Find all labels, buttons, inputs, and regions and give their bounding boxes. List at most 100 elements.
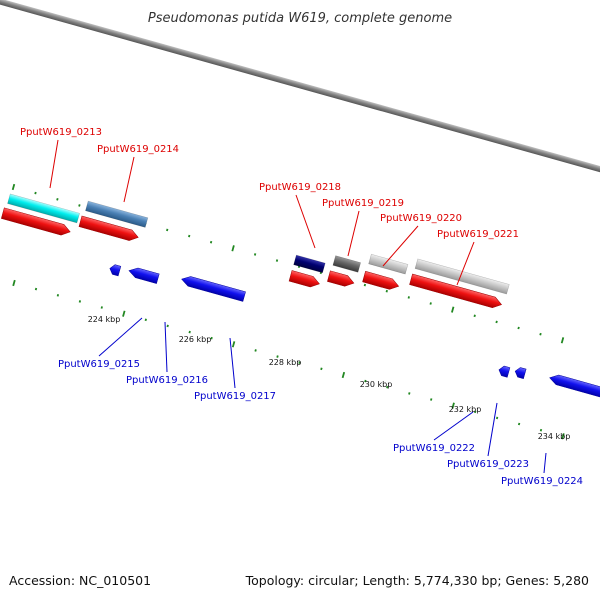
gene-0213-box[interactable] (7, 193, 80, 224)
gene-0218-box[interactable] (293, 254, 326, 274)
inner-minor-tick (78, 300, 82, 303)
gene-0214-box[interactable] (85, 200, 149, 228)
leader-0222 (433, 411, 474, 441)
inner-minor-tick (56, 293, 60, 297)
inner-minor-tick (188, 330, 191, 334)
outer-minor-tick (78, 204, 81, 207)
outer-minor-tick (385, 289, 388, 293)
cds-arrow-0220[interactable] (362, 270, 401, 291)
tick-label-228: 228 kbp (269, 358, 302, 367)
inner-minor-tick (408, 392, 411, 395)
inner-tick-row (12, 279, 565, 440)
leader-0217 (229, 337, 236, 389)
tick-label-224: 224 kbp (88, 315, 121, 324)
inner-minor-tick (430, 398, 433, 401)
gene-label-0223[interactable]: PputW619_0223 (447, 459, 529, 470)
genome-summary-text: Topology: circular; Length: 5,774,330 bp… (245, 573, 589, 588)
gene-label-0214[interactable]: PputW619_0214 (97, 144, 179, 155)
outer-minor-tick (253, 253, 257, 256)
outer-major-tick (451, 306, 455, 313)
cds-arrow-0219[interactable] (327, 270, 355, 289)
tick-label-230: 230 kbp (360, 380, 393, 389)
leader-0216 (164, 321, 168, 373)
gene-label-0215[interactable]: PputW619_0215 (58, 359, 140, 370)
cds-arrow-0218[interactable] (288, 270, 321, 289)
gene-label-0216[interactable]: PputW619_0216 (126, 375, 208, 386)
inner-minor-tick (364, 379, 367, 383)
map-title: Pseudomonas putida W619, complete genome (148, 11, 452, 26)
outer-minor-tick (429, 302, 432, 305)
leader-0215 (98, 317, 143, 357)
outer-minor-tick (56, 197, 59, 201)
outer-major-tick (560, 337, 565, 344)
cds-arrow-0215[interactable] (109, 264, 122, 277)
leader-0213 (49, 139, 59, 189)
inner-minor-tick (539, 428, 543, 432)
cds-arrow-0221[interactable] (409, 273, 503, 310)
gene-label-0219[interactable]: PputW619_0219 (322, 198, 404, 209)
cds-arrow-0216[interactable] (128, 266, 160, 284)
outer-minor-tick (166, 228, 169, 232)
leader-0220 (382, 225, 419, 267)
outer-minor-tick (275, 259, 279, 262)
gene-label-0217[interactable]: PputW619_0217 (194, 391, 276, 402)
outer-major-tick (11, 183, 16, 191)
outer-minor-tick (517, 326, 520, 330)
inner-minor-tick (298, 361, 301, 365)
cds-arrow-0224[interactable] (548, 373, 600, 399)
inner-minor-tick (254, 349, 257, 352)
gene-0219-box[interactable] (332, 255, 361, 273)
inner-minor-tick (100, 306, 103, 309)
gene-label-0218[interactable]: PputW619_0218 (259, 182, 341, 193)
leader-0223 (487, 402, 498, 457)
inner-minor-tick (166, 324, 169, 328)
outer-minor-tick (363, 283, 367, 287)
scale-tick-labels: 224 kbp 226 kbp 228 kbp 230 kbp 232 kbp … (88, 315, 571, 441)
leader-0224 (543, 452, 547, 474)
inner-major-tick (561, 433, 565, 440)
outer-minor-tick (539, 332, 542, 336)
inner-minor-tick (34, 287, 38, 291)
cds-arrow-0217[interactable] (180, 274, 246, 302)
outer-minor-tick (473, 314, 476, 318)
outer-minor-tick (495, 320, 498, 324)
inner-minor-tick (320, 367, 323, 371)
inner-minor-tick (517, 422, 521, 426)
inner-major-tick (341, 371, 346, 379)
gene-label-0222[interactable]: PputW619_0222 (393, 443, 475, 454)
inner-major-tick (231, 341, 236, 348)
gene-0220-box[interactable] (368, 253, 409, 275)
genome-backbone (0, 0, 600, 174)
outer-tick-row (11, 183, 565, 344)
leader-0218 (295, 194, 316, 249)
accession-text: Accession: NC_010501 (9, 573, 152, 588)
tick-label-226: 226 kbp (179, 335, 212, 344)
inner-major-tick (122, 310, 126, 317)
gene-label-0221[interactable]: PputW619_0221 (437, 229, 519, 240)
gene-features (1, 193, 600, 399)
gene-label-0220[interactable]: PputW619_0220 (380, 213, 462, 224)
tick-label-232: 232 kbp (449, 405, 482, 414)
cds-arrow-0223[interactable] (514, 366, 527, 380)
inner-minor-tick (495, 416, 499, 420)
outer-minor-tick (188, 234, 191, 238)
outer-minor-tick (209, 240, 213, 244)
cds-arrow-0222[interactable] (498, 365, 511, 378)
inner-minor-tick (210, 336, 213, 340)
cds-arrow-0213[interactable] (1, 207, 71, 237)
gene-label-0224[interactable]: PputW619_0224 (501, 476, 583, 487)
outer-major-tick (231, 245, 235, 252)
tick-label-234: 234 kbp (538, 432, 571, 441)
gene-0221-box[interactable] (414, 258, 510, 295)
inner-minor-tick (276, 355, 279, 358)
cds-arrow-0214[interactable] (78, 215, 140, 243)
label-leader-lines (49, 139, 547, 474)
gene-label-0213[interactable]: PputW619_0213 (20, 127, 102, 138)
inner-major-tick (12, 279, 16, 287)
outer-minor-tick (407, 296, 410, 299)
leader-0214 (123, 156, 135, 203)
leader-0219 (347, 210, 360, 257)
inner-minor-tick (474, 410, 477, 414)
inner-minor-tick (386, 385, 389, 389)
gene-labels: PputW619_0213 PputW619_0214 PputW619_021… (20, 127, 583, 487)
